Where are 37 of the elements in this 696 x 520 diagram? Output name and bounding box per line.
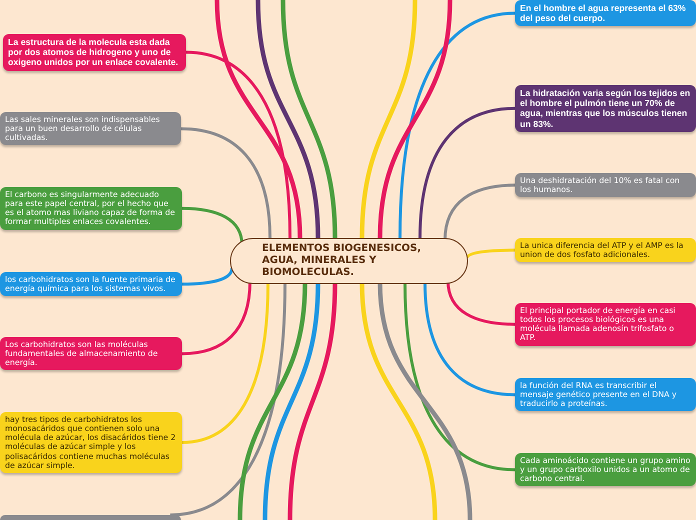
branch-line bbox=[256, 0, 320, 238]
topic-card bbox=[0, 187, 182, 230]
topic-card bbox=[0, 337, 182, 370]
branch-line bbox=[404, 282, 516, 472]
branch-line bbox=[378, 282, 472, 520]
topic-card bbox=[515, 238, 696, 262]
topic-card bbox=[0, 272, 182, 296]
branch-line bbox=[214, 0, 302, 238]
topic-card bbox=[515, 378, 696, 412]
branch-line bbox=[262, 282, 320, 520]
topic-card bbox=[515, 303, 696, 346]
branch-line bbox=[360, 282, 438, 520]
branch-line bbox=[186, 50, 292, 238]
branch-line bbox=[466, 248, 516, 258]
topic-card bbox=[0, 112, 181, 146]
branch-line bbox=[360, 0, 418, 238]
topic-text: La hidratación varia según los tejidos en el hombre el pulmón tiene un 70% de agua, mientras que los músculos tienen un 83%. bbox=[520, 88, 691, 129]
topic-card bbox=[515, 0, 696, 26]
central-topic-text: ELEMENTOS BIOGENESICOS, AGUA, MINERALES Y BIOMOLECULAS. bbox=[262, 243, 422, 279]
central-topic bbox=[230, 238, 468, 284]
branch-line bbox=[418, 106, 516, 238]
branch-line bbox=[238, 282, 308, 520]
branch-line bbox=[424, 282, 516, 396]
branch-line bbox=[182, 282, 270, 444]
topic-card bbox=[3, 34, 186, 71]
branch-line bbox=[444, 184, 516, 240]
branch-line bbox=[180, 127, 272, 238]
branch-line bbox=[288, 282, 338, 520]
topic-text: En el hombre el agua representa el 63% del peso del cuerpo. bbox=[520, 3, 687, 24]
topic-card bbox=[515, 453, 696, 486]
branch-line bbox=[280, 0, 338, 238]
branch-line bbox=[378, 0, 452, 238]
branch-line bbox=[398, 12, 516, 238]
branch-line bbox=[170, 282, 286, 516]
topic-text: La estructura de la molecula esta dada por dos atomos de hidrogeno y uno de oxigeno unidos por un enlace covalente. bbox=[8, 37, 180, 68]
branch-line bbox=[182, 268, 234, 286]
topic-card bbox=[515, 173, 696, 198]
